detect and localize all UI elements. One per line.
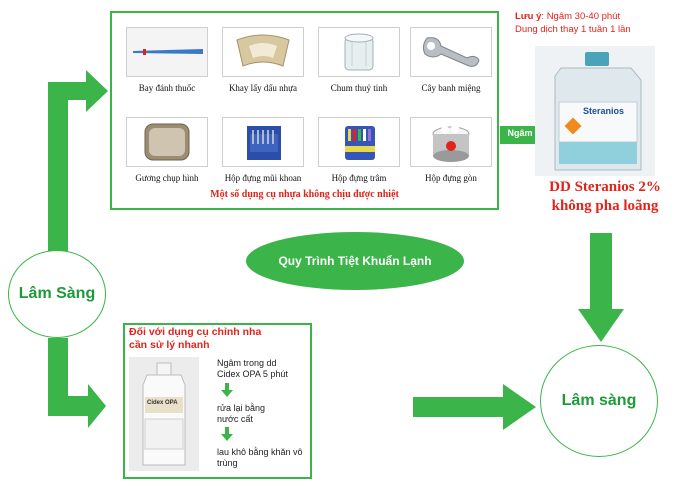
cotton-box-icon xyxy=(410,117,492,167)
instrument-item: Hộp đựng trâm xyxy=(318,117,400,183)
instrument-label: Chum thuỷ tinh xyxy=(330,83,388,93)
instrument-label: Khay lấy dấu nhựa xyxy=(228,83,298,93)
soak-note: Lưu ý: Ngâm 30-40 phút Dung dịch thay 1 … xyxy=(515,10,687,36)
instrument-label: Gương chụp hình xyxy=(135,173,199,183)
clinic-node-right: Lâm sàng xyxy=(540,345,658,457)
instruments-box: Bay đánh thuốc Khay lấy dấu nhựa Chum th… xyxy=(110,11,499,210)
soak-label: Ngâm xyxy=(507,128,533,138)
arrow-to-instruments xyxy=(48,70,108,252)
instruments-caption: Một số dụng cụ nhựa không chịu được nhiệ… xyxy=(210,189,399,200)
instrument-label: Cây banh miệng xyxy=(421,83,481,93)
glass-jar-icon xyxy=(318,27,400,77)
step-arrow-down-icon xyxy=(221,427,233,446)
instrument-item: Cây banh miệng xyxy=(410,27,492,93)
instrument-item: Hộp đựng mũi khoan xyxy=(222,117,304,183)
ortho-step-2: rửa lại bằng nước cất xyxy=(217,403,266,424)
process-title: Quy Trình Tiệt Khuẩn Lạnh xyxy=(246,232,464,290)
instrument-item: Khay lấy dấu nhựa xyxy=(222,27,304,93)
instrument-item: Chum thuỷ tinh xyxy=(318,27,400,93)
process-title-text: Quy Trình Tiệt Khuẩn Lạnh xyxy=(278,254,432,268)
photo-mirror-icon xyxy=(126,117,208,167)
note-label: Lưu ý xyxy=(515,11,542,22)
bur-box-icon xyxy=(222,117,304,167)
arrow-ortho-to-clinic xyxy=(413,384,536,430)
impression-tray-icon xyxy=(222,27,304,77)
file-box-icon xyxy=(318,117,400,167)
ortho-box: Đối với dụng cụ chỉnh nha cần sử lý nhan… xyxy=(123,323,312,479)
instrument-label: Hộp đựng gòn xyxy=(425,173,477,183)
mouth-retractor-icon xyxy=(410,27,492,77)
clinic-node-left: Lâm Sàng xyxy=(8,250,106,338)
cidex-bottle: Cidex OPA xyxy=(129,357,199,471)
note-line-2: Dung dịch thay 1 tuần 1 lần xyxy=(515,24,631,35)
spatula-icon xyxy=(126,27,208,77)
solution-name: DD Steranios 2% không pha loãng xyxy=(549,179,661,214)
arrow-to-ortho xyxy=(48,338,106,428)
instrument-item: Bay đánh thuốc xyxy=(126,27,208,93)
instrument-label: Bay đánh thuốc xyxy=(138,83,196,93)
note-line-1: Lưu ý: Ngâm 30-40 phút xyxy=(515,11,621,22)
ortho-step-1: Ngâm trong dd Cidex OPA 5 phút xyxy=(217,358,288,379)
arrow-to-clinic-right xyxy=(578,233,624,342)
step-arrow-down-icon xyxy=(221,383,233,402)
ortho-title: Đối với dụng cụ chỉnh nha cần sử lý nhan… xyxy=(129,326,262,351)
instrument-item: Hộp đựng gòn xyxy=(410,117,492,183)
instrument-item: Gương chụp hình xyxy=(126,117,208,183)
steranios-bottle: Steranios xyxy=(535,46,655,176)
instrument-label: Hộp đựng trâm xyxy=(331,173,387,183)
instrument-label: Hộp đựng mũi khoan xyxy=(224,173,302,183)
ortho-step-3: lau khô bằng khăn vô trùng xyxy=(217,447,303,468)
steranios-brand: Steranios xyxy=(583,106,625,116)
cidex-label: Cidex OPA xyxy=(147,400,178,406)
